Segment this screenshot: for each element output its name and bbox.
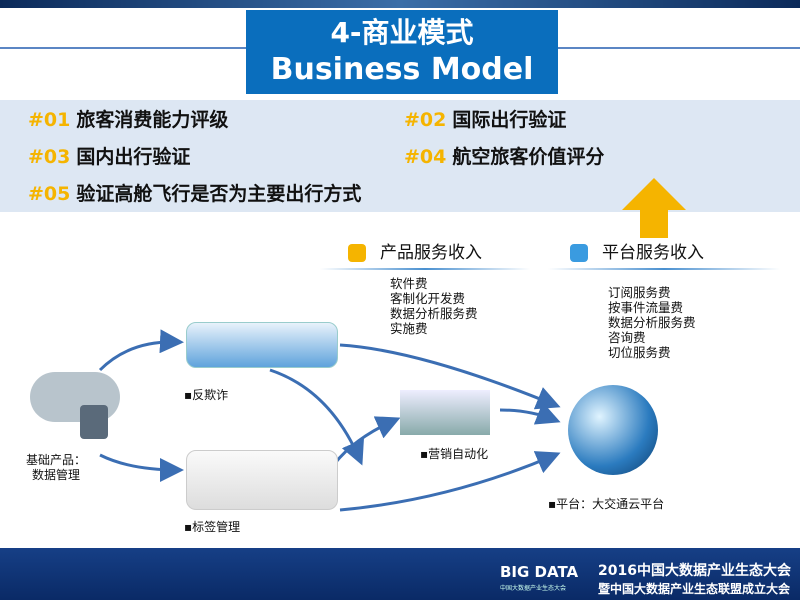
globe-icon bbox=[568, 385, 658, 475]
bigdata-logo: BIG DATA bbox=[500, 563, 579, 581]
tags-label: ▪标签管理 bbox=[184, 520, 241, 534]
airplane-icon bbox=[400, 390, 490, 435]
platform-label: ▪平台：大交通云平台 bbox=[548, 497, 665, 511]
footer-banner bbox=[0, 548, 800, 600]
underline bbox=[320, 268, 530, 270]
title-box: 4-商业模式 Business Model bbox=[246, 10, 558, 94]
antifraud-box bbox=[186, 322, 338, 368]
database-icon bbox=[80, 405, 108, 439]
antifraud-label: ▪反欺诈 bbox=[184, 388, 229, 402]
platform-revenue-list: 订阅服务费按事件流量费数据分析服务费咨询费切位服务费 bbox=[608, 285, 696, 360]
base-label: 基础产品： 数据管理 bbox=[26, 453, 87, 482]
marketing-label: ▪营销自动化 bbox=[420, 447, 489, 461]
up-arrow-icon bbox=[622, 178, 686, 238]
title-en: Business Model bbox=[270, 52, 534, 87]
flow-arrows bbox=[98, 329, 561, 512]
footer-line2: 暨中国大数据产业生态联盟成立大会 bbox=[598, 582, 791, 596]
platform-revenue-header: 平台服务收入 bbox=[570, 242, 704, 264]
product-revenue-header: 产品服务收入 bbox=[348, 242, 482, 264]
underline bbox=[548, 268, 780, 270]
product-revenue-list: 软件费客制化开发费数据分析服务费实施费 bbox=[390, 276, 478, 336]
lock-icon bbox=[348, 244, 366, 262]
tag-box bbox=[186, 450, 338, 510]
title-cn: 4-商业模式 bbox=[330, 16, 474, 49]
top-banner bbox=[0, 0, 800, 8]
cloud-icon bbox=[570, 244, 588, 262]
bigdata-logo-sub: 中国大数据产业生态大会 bbox=[500, 585, 567, 592]
footer-line1: 2016中国大数据产业生态大会 bbox=[598, 563, 791, 579]
